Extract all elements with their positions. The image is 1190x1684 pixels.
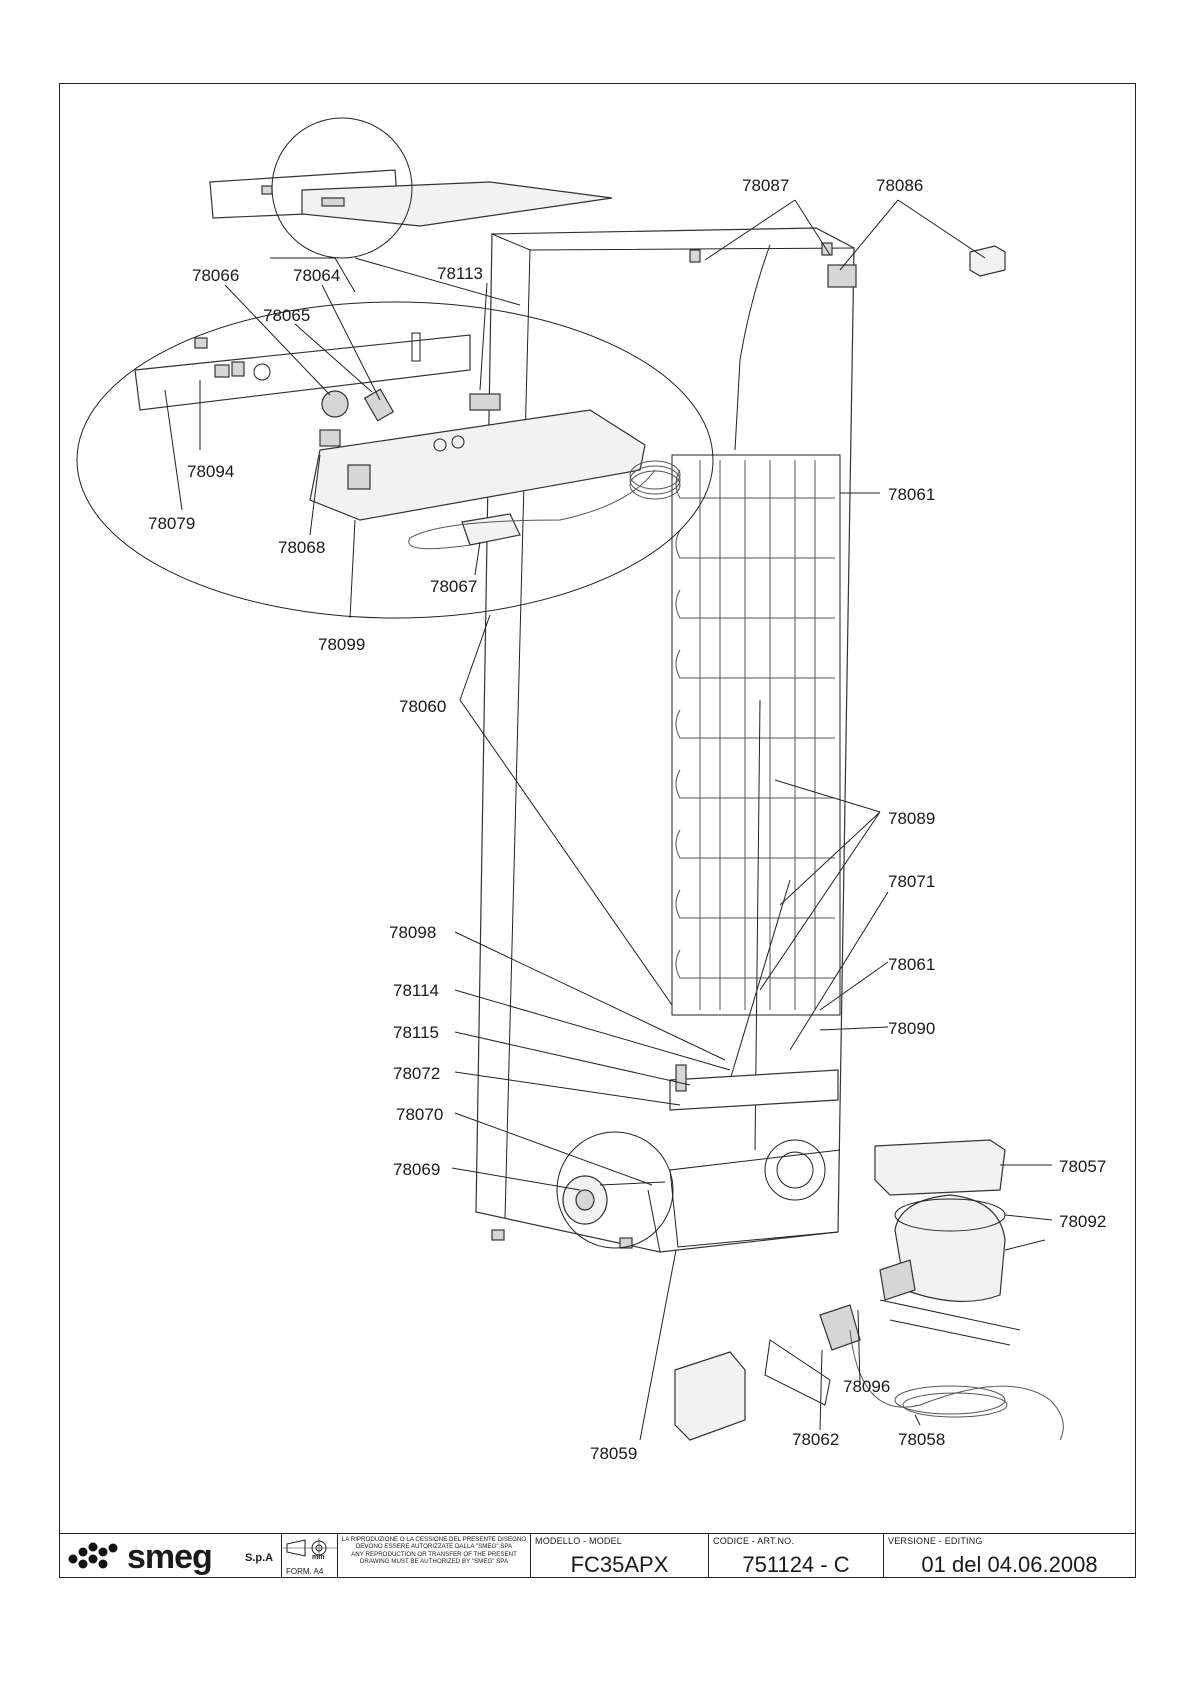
label-78061-top: 78061 <box>888 485 935 504</box>
refrigerator-cabinet <box>475 227 857 1253</box>
logo-wordmark: smeg <box>127 1538 213 1576</box>
label-78113: 78113 <box>437 264 483 283</box>
control-panel-top-view <box>209 117 613 259</box>
model-value: FC35APX <box>570 1552 669 1577</box>
label-78061-bottom: 78061 <box>888 955 935 974</box>
label-78060: 78060 <box>399 697 446 716</box>
projection-symbol-icon <box>283 1538 337 1558</box>
code-cell: CODICE - ART.NO. 751124 - C <box>708 1534 883 1578</box>
form-label: FORM. A4 <box>286 1567 324 1576</box>
label-78057: 78057 <box>1059 1157 1106 1176</box>
compressor <box>879 1194 1046 1346</box>
label-78094: 78094 <box>187 462 234 481</box>
model-cell: MODELLO - MODEL FC35APX <box>530 1534 708 1578</box>
logo-dots-icon <box>68 1542 118 1569</box>
label-78071: 78071 <box>888 872 935 891</box>
version-heading: VERSIONE - EDITING <box>888 1536 983 1546</box>
label-78096: 78096 <box>843 1377 890 1396</box>
part-number-labels: 78087 78086 78066 78064 78113 78065 7809… <box>148 176 1106 1463</box>
model-heading: MODELLO - MODEL <box>535 1536 623 1546</box>
label-78064: 78064 <box>293 266 340 285</box>
label-78070: 78070 <box>396 1105 443 1124</box>
notice-cell: LA RIPRODUZIONE O LA CESSIONE DEL PRESEN… <box>337 1534 530 1578</box>
company-cell: smeg S.p.A <box>59 1534 281 1578</box>
capacitor-box <box>674 1351 746 1441</box>
fan-motor <box>556 1131 674 1249</box>
company-logo: smeg S.p.A <box>67 1538 277 1576</box>
code-value: 751124 - C <box>742 1552 850 1577</box>
thermostat <box>461 513 521 546</box>
label-78099: 78099 <box>318 635 365 654</box>
control-panel-detail <box>76 257 714 619</box>
label-78068: 78068 <box>278 538 325 557</box>
unit-label: mm <box>312 1554 325 1561</box>
starter-relay <box>819 1304 861 1351</box>
label-78090: 78090 <box>888 1019 935 1038</box>
power-cable <box>849 1329 1064 1441</box>
reproduction-notice: LA RIPRODUZIONE O LA CESSIONE DEL PRESEN… <box>339 1536 529 1566</box>
label-78065: 78065 <box>263 306 310 325</box>
code-heading: CODICE - ART.NO. <box>713 1536 795 1546</box>
label-78089: 78089 <box>888 809 935 828</box>
label-78114: 78114 <box>393 981 439 1000</box>
condenser-coil <box>675 460 835 1010</box>
drawing-frame <box>59 83 1136 1578</box>
label-78062: 78062 <box>792 1430 839 1449</box>
title-block: smeg S.p.A mm FORM. A4 LA RIPRODUZIONE O… <box>59 1533 1136 1578</box>
projection-cell: mm FORM. A4 <box>281 1534 337 1578</box>
notice-italian: LA RIPRODUZIONE O LA CESSIONE DEL PRESEN… <box>341 1536 527 1551</box>
label-78115: 78115 <box>393 1023 439 1042</box>
cap-part <box>969 245 1006 277</box>
label-78069: 78069 <box>393 1160 440 1179</box>
version-value: 01 del 04.06.2008 <box>921 1552 1098 1577</box>
thermostat-knob <box>321 390 349 418</box>
label-78067: 78067 <box>430 577 477 596</box>
label-78059: 78059 <box>590 1444 637 1463</box>
label-78092: 78092 <box>1059 1212 1106 1231</box>
evaporation-tray <box>874 1139 1006 1196</box>
label-78079: 78079 <box>148 514 195 533</box>
version-cell: VERSIONE - EDITING 01 del 04.06.2008 <box>883 1534 1135 1578</box>
label-78086: 78086 <box>876 176 923 195</box>
label-78058: 78058 <box>898 1430 945 1449</box>
label-78087: 78087 <box>742 176 789 195</box>
label-78098: 78098 <box>389 923 436 942</box>
leader-lines <box>164 199 1053 1441</box>
company-suffix: S.p.A <box>245 1552 274 1564</box>
notice-english: ANY REPRODUCTION OR TRANSFER OF THE PRES… <box>351 1550 517 1566</box>
label-78066: 78066 <box>192 266 239 285</box>
label-78072: 78072 <box>393 1064 440 1083</box>
